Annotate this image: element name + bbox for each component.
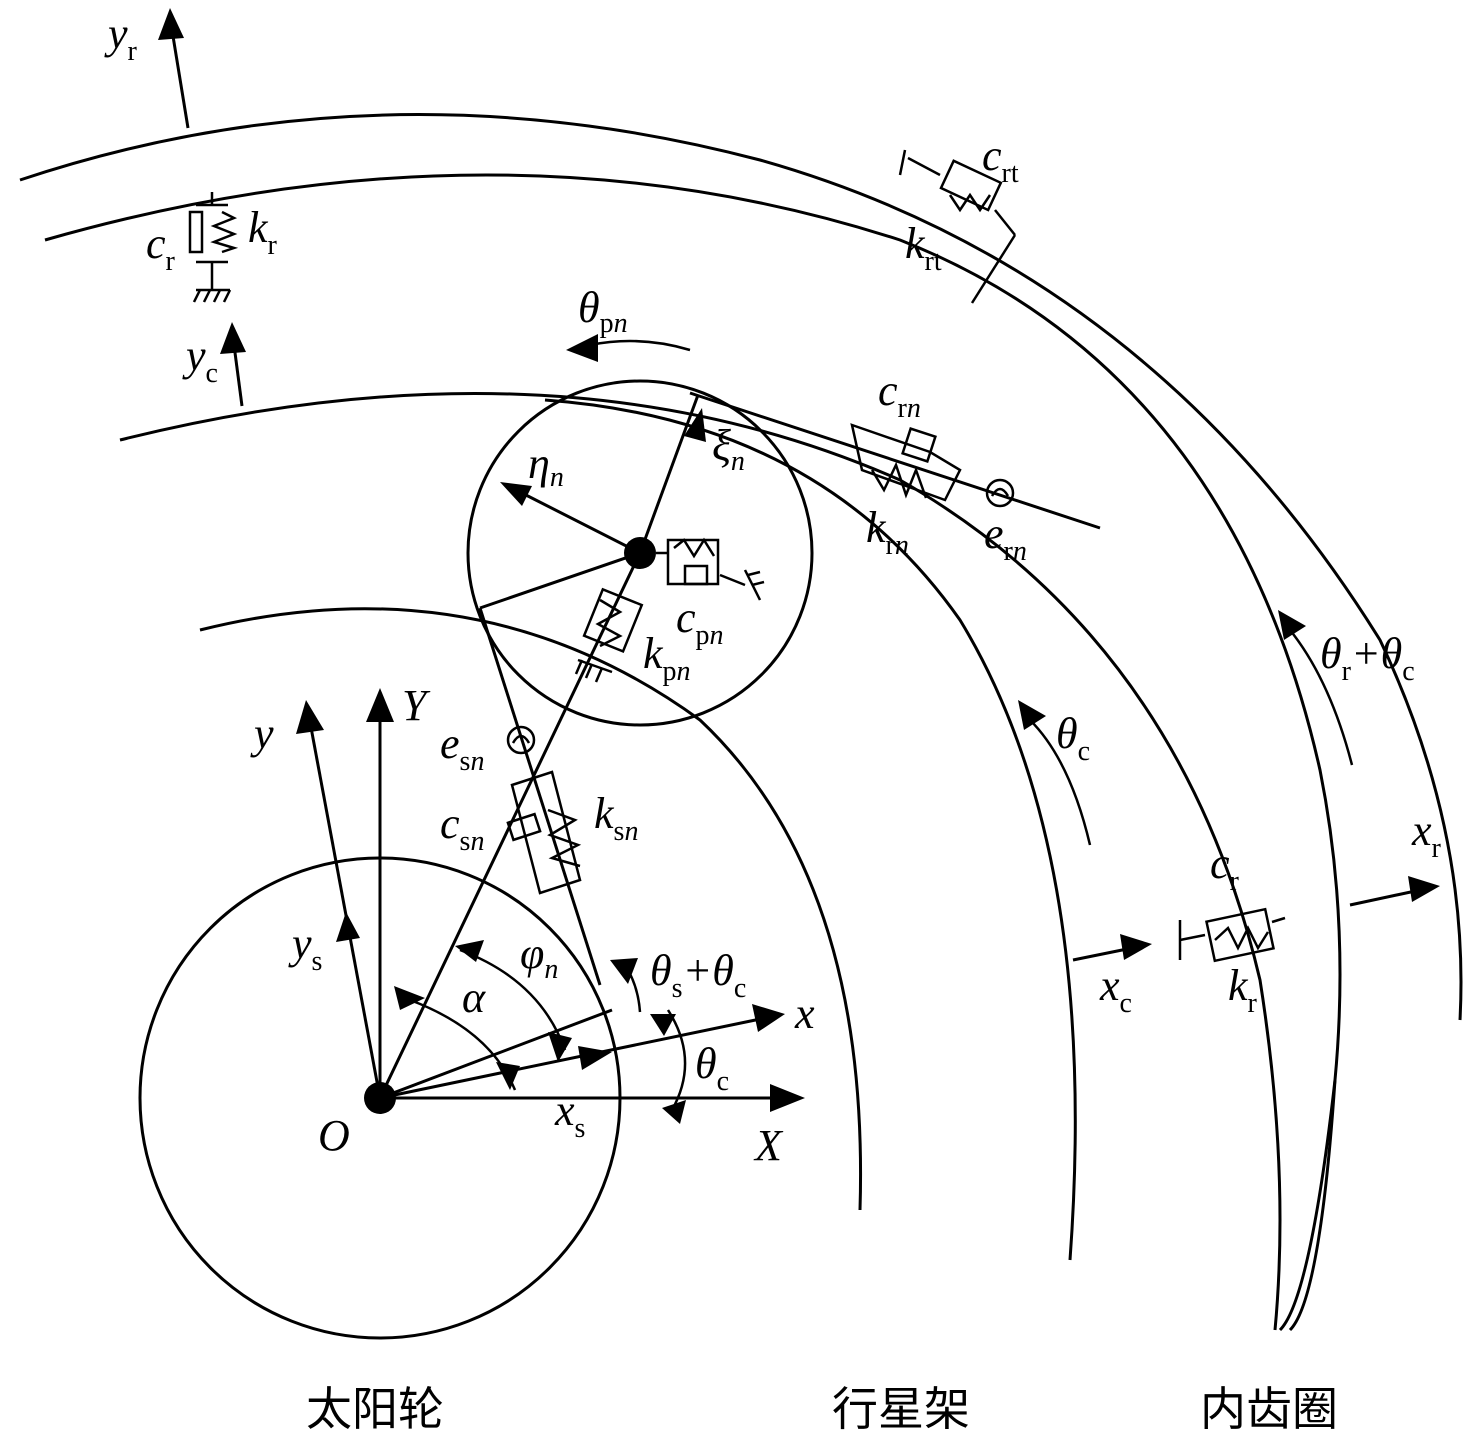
- eta-axis-arrow: [500, 482, 532, 506]
- label-alpha: α: [462, 973, 486, 1022]
- label-xi-n: ξn: [712, 421, 745, 477]
- label-x-r: xr: [1411, 806, 1442, 864]
- label-eta-n: ηn: [528, 439, 564, 493]
- label-theta-s-plus-c: θs+θc: [650, 946, 746, 1004]
- phi-arrow-a: [455, 940, 484, 962]
- carrier-arc: [544, 398, 1077, 1261]
- Y-axis-arrow: [366, 688, 394, 722]
- phi-arc: [459, 948, 567, 1051]
- label-x-s: xs: [554, 1086, 585, 1144]
- alpha-arrow-a: [394, 986, 425, 1010]
- theta-r-rot-arc: [1289, 629, 1354, 766]
- label-x: x: [794, 989, 815, 1038]
- planet-gear-circle: [466, 379, 814, 727]
- label-e-rn: ern: [984, 509, 1027, 567]
- y-axis-rotated: [308, 721, 382, 1099]
- phi-arrow-b: [548, 1032, 572, 1062]
- x-s-arrow: [578, 1046, 612, 1070]
- label-k-sn: ksn: [594, 789, 638, 847]
- label-k-rt: krt: [905, 219, 942, 277]
- carrier-line: [379, 1008, 613, 1100]
- label-origin: O: [318, 1111, 350, 1160]
- sun-orbit-arc: [199, 607, 863, 1211]
- eta-axis: [519, 490, 641, 555]
- sun-mesh-line: [478, 607, 602, 986]
- y-c-axis: [232, 344, 244, 407]
- planet-ring-mesh-line: [689, 391, 1101, 530]
- label-k-r-right: kr: [1228, 961, 1258, 1019]
- x-r-axis: [1349, 888, 1421, 907]
- ring-support-right: [1178, 907, 1286, 963]
- label-k-rn: krn: [866, 503, 909, 561]
- label-theta-pn: θpn: [578, 283, 628, 339]
- theta-c-arrow-a: [650, 1014, 676, 1036]
- planet-vertical-spring: [574, 587, 644, 683]
- ring-planet-spring: [850, 423, 1015, 508]
- label-y: y: [250, 709, 274, 758]
- label-k-pn: kpn: [643, 629, 691, 687]
- alpha-arrow-b: [496, 1062, 520, 1090]
- x-c-axis: [1072, 946, 1133, 962]
- label-c-r-right: cr: [1210, 839, 1240, 897]
- label-Y: Y: [402, 681, 431, 730]
- y-r-axis: [170, 29, 190, 129]
- label-c-rn: crn: [878, 366, 921, 424]
- label-k-r-left: kr: [248, 203, 278, 261]
- x-axis-rotated: [379, 1016, 766, 1100]
- label-c-pn: cpn: [676, 593, 724, 651]
- label-e-sn: esn: [440, 719, 484, 777]
- ring-inner-arc-lower: [1288, 1079, 1337, 1332]
- xi-axis-arrow: [684, 408, 706, 442]
- theta-pn-arc: [589, 339, 691, 352]
- x-r-arrow: [1408, 876, 1440, 902]
- theta-r-rot-arrow: [1278, 610, 1306, 640]
- theta-pn-arrow: [566, 334, 598, 362]
- sun-planet-spring: [506, 725, 582, 895]
- caption-ring: 内齿圈: [1200, 1382, 1338, 1436]
- label-y-r: yr: [104, 9, 138, 67]
- label-theta-r-plus-c: θr+θc: [1320, 629, 1415, 687]
- theta-c-rot-arrow: [1018, 700, 1046, 730]
- ring-outer-arc: [19, 113, 1463, 1021]
- theta-s-arrow: [610, 958, 638, 984]
- ring-support-left: [188, 192, 239, 303]
- xi-axis: [638, 394, 700, 554]
- theta-c-arc: [666, 1009, 687, 1111]
- label-c-r-left: cr: [146, 219, 176, 277]
- theta-c-arrow-b: [662, 1100, 686, 1124]
- y-axis-rotated-arrow: [296, 700, 324, 734]
- ring-carrier-arc: [119, 391, 1282, 1331]
- caption-carrier: 行星架: [832, 1382, 970, 1436]
- label-theta-c: θc: [1056, 709, 1090, 767]
- label-phi-n: φn: [520, 929, 558, 985]
- y-s-arrow: [336, 912, 360, 942]
- planet-radial-line: [479, 551, 641, 610]
- x-c-arrow: [1120, 934, 1152, 960]
- label-X: X: [753, 1121, 784, 1170]
- label-y-c: yc: [182, 331, 218, 389]
- label-x-c: xc: [1099, 961, 1132, 1019]
- y-c-arrow: [220, 322, 246, 354]
- y-r-arrow: [158, 8, 184, 40]
- label-c-sn: csn: [440, 799, 484, 857]
- planet-bearing-spring: [656, 537, 765, 601]
- label-c-rt: crt: [982, 131, 1019, 189]
- label-y-s: ys: [288, 919, 322, 977]
- ring-support-top: [898, 149, 1017, 304]
- theta-c-rot-arc: [1029, 719, 1092, 846]
- caption-sun: 太阳轮: [306, 1382, 444, 1436]
- label-theta-c-small: θc: [695, 1039, 729, 1097]
- x-axis-rotated-arrow: [752, 1004, 785, 1032]
- X-axis-arrow: [770, 1084, 805, 1112]
